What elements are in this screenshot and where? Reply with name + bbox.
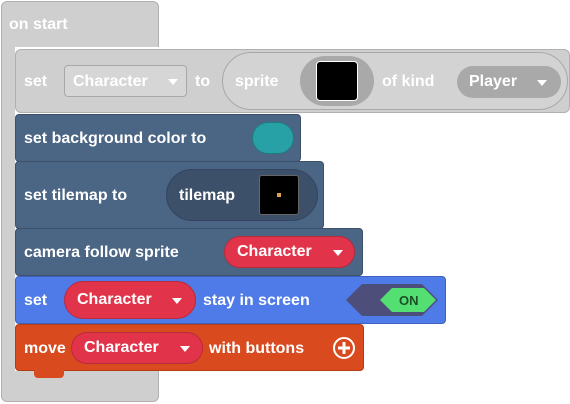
- sprite-label: sprite: [235, 73, 279, 90]
- set-label: set: [24, 73, 48, 90]
- move-sprite-dropdown-label: Character: [84, 339, 159, 356]
- sprite-of-kind-reporter[interactable]: sprite of kind Player: [222, 52, 568, 110]
- camera-follow-sprite-block[interactable]: camera follow sprite Character: [15, 228, 363, 276]
- camera-sprite-dropdown-label: Character: [237, 243, 312, 260]
- variable-dropdown[interactable]: Character: [64, 65, 187, 97]
- set-sprite-block[interactable]: set Character to sprite of kind Player: [15, 49, 570, 113]
- tilemap-reporter[interactable]: tilemap: [166, 169, 318, 221]
- sprite-image-field[interactable]: [300, 56, 374, 106]
- to-label: to: [195, 73, 211, 90]
- move-sprite-dropdown[interactable]: Character: [71, 332, 203, 364]
- kind-dropdown[interactable]: Player: [457, 66, 561, 98]
- toggle-on-label: ON: [399, 293, 419, 308]
- of-kind-label: of kind: [382, 73, 435, 90]
- chevron-down-icon: [172, 298, 182, 304]
- stay-in-screen-block[interactable]: set Character stay in screen ON: [15, 276, 446, 324]
- camera-sprite-dropdown[interactable]: Character: [224, 236, 355, 268]
- stay-sprite-dropdown-label: Character: [77, 291, 152, 308]
- with-buttons-label: with buttons: [209, 340, 305, 357]
- set-background-color-label: set background color to: [24, 130, 207, 147]
- tilemap-label: tilemap: [179, 187, 236, 204]
- on-start-header: [1, 1, 159, 47]
- stay-set-label: set: [24, 292, 48, 309]
- set-tilemap-label: set tilemap to: [24, 187, 128, 204]
- move-with-buttons-block[interactable]: move Character with buttons: [15, 324, 364, 371]
- on-start-footer: [1, 371, 159, 402]
- tilemap-preview-dot: [277, 193, 281, 197]
- set-background-color-block[interactable]: set background color to: [15, 114, 301, 162]
- color-picker-swatch[interactable]: [252, 122, 294, 154]
- move-label: move: [24, 340, 66, 357]
- on-start-spine: [1, 46, 15, 372]
- on-start-block[interactable]: on start: [0, 0, 160, 404]
- chevron-down-icon: [537, 80, 547, 86]
- stay-in-screen-label: stay in screen: [203, 292, 310, 309]
- kind-dropdown-label: Player: [469, 73, 518, 90]
- chevron-down-icon: [180, 346, 190, 352]
- camera-follow-sprite-label: camera follow sprite: [24, 244, 179, 261]
- toggle-on-indicator: [380, 288, 436, 312]
- tilemap-image-icon[interactable]: [259, 175, 299, 215]
- on-start-label: on start: [9, 16, 68, 33]
- move-block-bottom-notch: [34, 370, 64, 378]
- variable-dropdown-label: Character: [73, 73, 148, 90]
- set-tilemap-block[interactable]: set tilemap to tilemap: [15, 161, 324, 229]
- on-toggle[interactable]: [346, 284, 438, 316]
- add-parameter-icon[interactable]: [332, 336, 356, 360]
- chevron-down-icon: [333, 250, 343, 256]
- sprite-image-icon: [316, 61, 358, 101]
- stay-sprite-dropdown[interactable]: Character: [64, 281, 196, 319]
- chevron-down-icon: [168, 79, 178, 85]
